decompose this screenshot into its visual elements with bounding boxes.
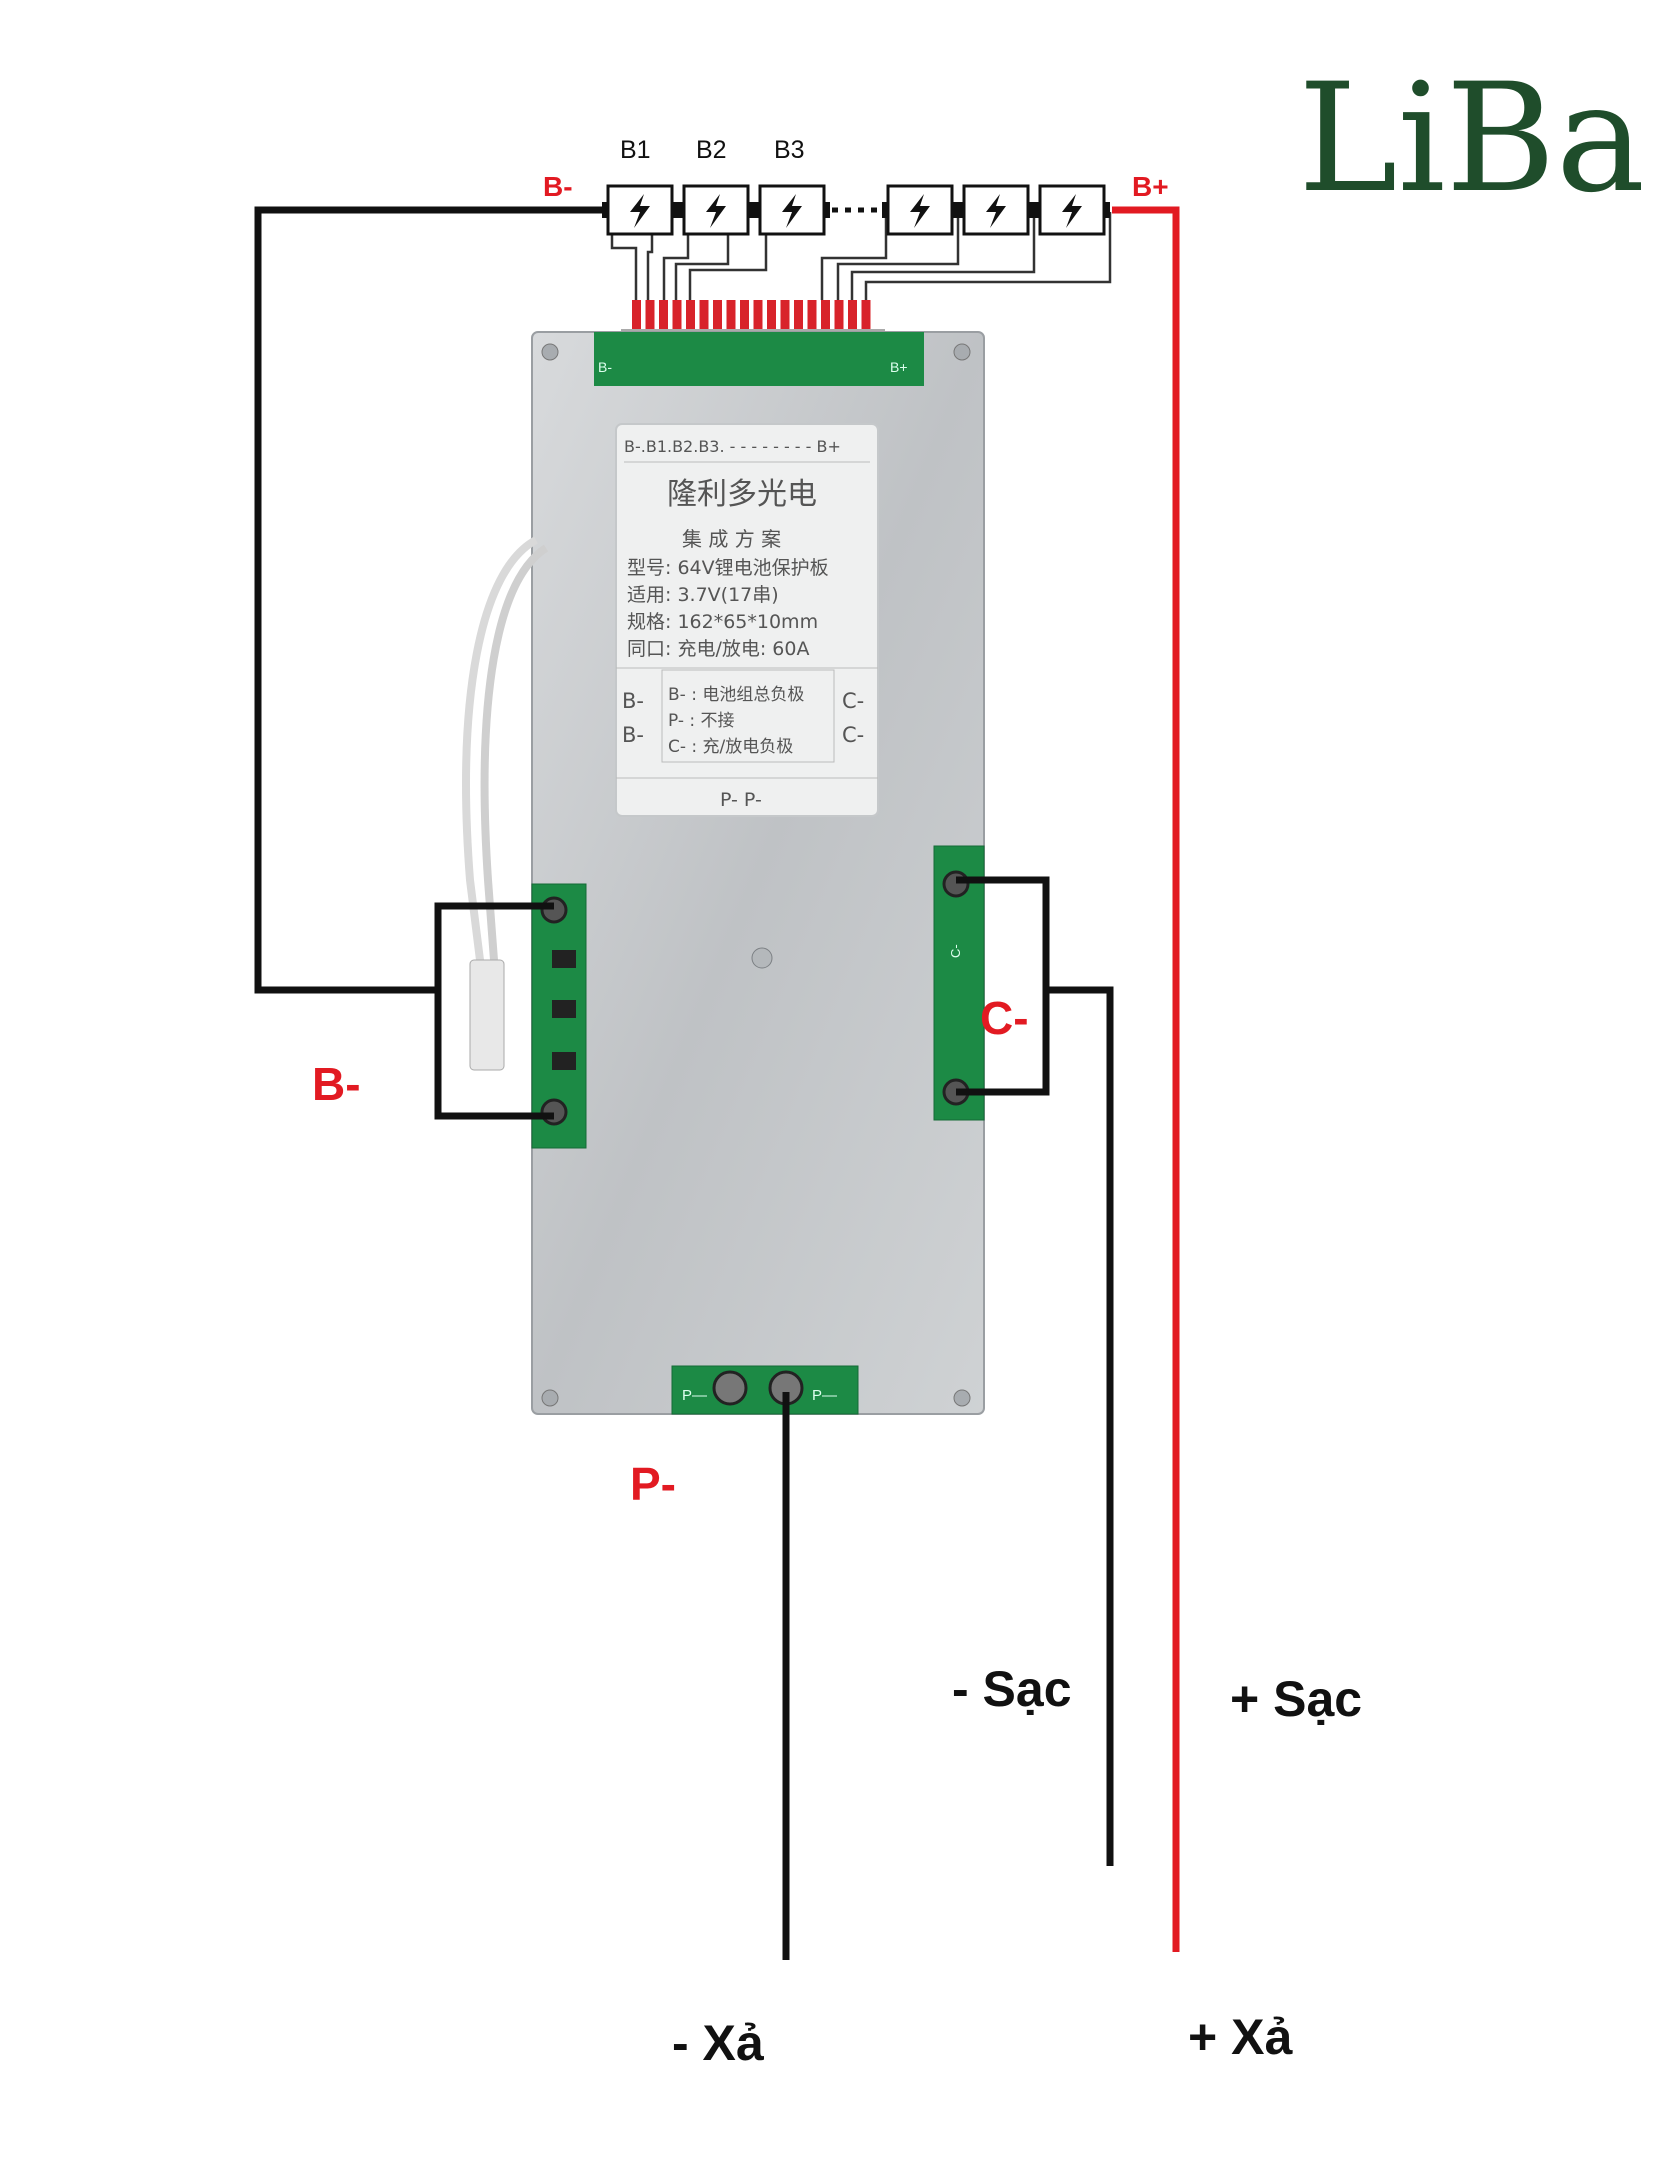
- b-minus-jumper: [434, 902, 554, 1120]
- sticker-legend-2: P- : 不接: [668, 711, 735, 731]
- c-minus-pad-top: [942, 870, 970, 898]
- c-minus-label: C-: [980, 992, 1029, 1044]
- connector-pin-wire: [713, 300, 722, 332]
- p-pad-label-right: P—: [812, 1387, 837, 1404]
- lightning-icon: [782, 194, 802, 228]
- connector-pin-wire: [753, 300, 763, 332]
- battery-cell: [678, 184, 754, 236]
- connector-pin-wire: [645, 300, 655, 332]
- sticker-right-mark-1: C-: [842, 689, 864, 713]
- b-minus-wire: [254, 206, 608, 994]
- connector-pin-wire: [807, 300, 817, 332]
- lightning-icon: [1062, 194, 1082, 228]
- connector-pin-wire: [848, 300, 857, 332]
- cell-label-b1: B1: [620, 136, 651, 164]
- connector-pin-wire: [780, 300, 790, 332]
- brand-logo: LiBa: [1298, 52, 1645, 226]
- b-plus-top-label: B+: [1132, 171, 1169, 202]
- sticker-header: B-.B1.B2.B3. - - - - - - - - B+: [624, 437, 841, 456]
- sticker-legend-3: C- : 充/放电负极: [668, 737, 793, 757]
- charge-plus-label: + Sạc: [1230, 1671, 1362, 1727]
- sticker-line-4: 同口: 充电/放电: 60A: [627, 638, 809, 660]
- cell-label-b2: B2: [696, 136, 727, 164]
- lightning-icon: [706, 194, 726, 228]
- connector-pin-wire: [740, 300, 749, 332]
- connector-b-plus-label: B+: [890, 359, 908, 375]
- connector-pin-wire: [686, 300, 695, 332]
- charge-minus-label: - Sạc: [952, 1661, 1072, 1717]
- sticker-right-mark-2: C-: [842, 723, 864, 747]
- battery-cell: [958, 184, 1034, 236]
- battery-cell: [602, 184, 678, 236]
- b-minus-pad-top: [540, 896, 568, 924]
- lightning-icon: [630, 194, 650, 228]
- connector-pin-wire: [861, 300, 871, 332]
- sticker-footer: P- P-: [720, 789, 762, 811]
- connector-pin-wire: [699, 300, 709, 332]
- battery-cell: [754, 184, 830, 236]
- p-minus-pad-left: [712, 1370, 748, 1406]
- c-minus-jumper: [956, 876, 1050, 1096]
- b-plus-wire: [1112, 206, 1180, 1952]
- connector-pin-wire: [834, 300, 844, 332]
- lightning-icon: [910, 194, 930, 228]
- sticker-left-mark-1: B-: [622, 689, 644, 713]
- b-minus-pad-bottom: [540, 1098, 568, 1126]
- sticker-legend-1: B- : 电池组总负极: [668, 685, 804, 705]
- spec-sticker: B-.B1.B2.B3. - - - - - - - - B+ 隆利多光电 集 …: [615, 423, 879, 817]
- connector-pin-wire: [632, 300, 641, 332]
- c-pad-label: C-: [948, 944, 963, 958]
- connector-pin-wire: [821, 300, 830, 332]
- b-minus-side-label: B-: [312, 1058, 361, 1110]
- connector-pin-wire: [726, 300, 736, 332]
- connector-pin-wire: [767, 300, 776, 332]
- battery-cell: [1034, 184, 1110, 236]
- sticker-line-1: 型号: 64V锂电池保护板: [627, 557, 829, 579]
- sticker-subtitle: 集 成 方 案: [682, 527, 781, 551]
- cell-string: B1 B2 B3: [602, 136, 1110, 236]
- sticker-left-mark-2: B-: [622, 723, 644, 747]
- connector-pin-wire: [659, 300, 668, 332]
- temperature-sensor: [462, 536, 549, 1071]
- connector-pin-wire: [794, 300, 803, 332]
- sticker-title: 隆利多光电: [667, 477, 817, 512]
- discharge-minus-label: - Xả: [672, 2015, 765, 2071]
- sticker-line-3: 规格: 162*65*10mm: [627, 611, 818, 633]
- connector-b-minus-label: B-: [598, 359, 612, 375]
- battery-cell: [882, 184, 958, 236]
- discharge-plus-label: + Xả: [1188, 2009, 1293, 2065]
- p-minus-label: P-: [630, 1458, 676, 1510]
- charge-minus-wire: [1046, 986, 1114, 1866]
- cell-label-b3: B3: [774, 136, 805, 164]
- connector-pin-wire: [672, 300, 682, 332]
- b-minus-top-label: B-: [543, 171, 573, 202]
- sticker-line-2: 适用: 3.7V(17串): [627, 584, 779, 606]
- lightning-icon: [986, 194, 1006, 228]
- p-pad-label-left: P—: [682, 1387, 707, 1404]
